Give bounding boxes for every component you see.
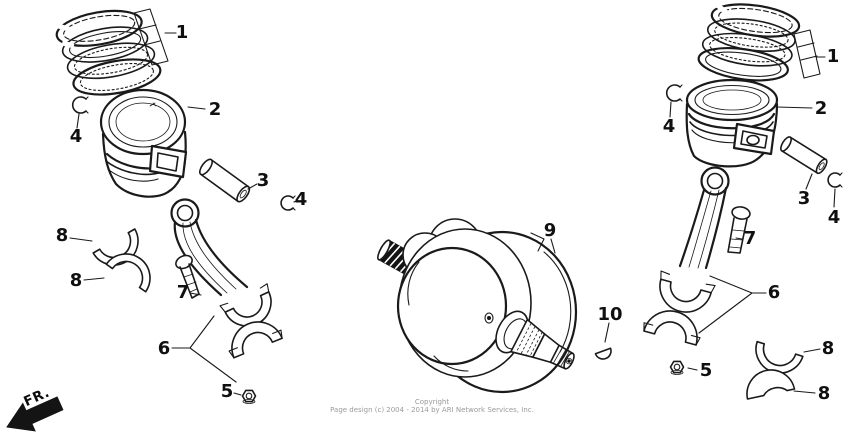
callout-connecting-rod-left[interactable]: 6 <box>157 338 171 359</box>
callout-pin-clip-right-lower[interactable]: 4 <box>827 207 841 228</box>
callout-connecting-rod-right[interactable]: 6 <box>767 282 781 303</box>
callout-rod-bearing-right-upper[interactable]: 8 <box>821 338 835 359</box>
connecting-rod-left-illustration <box>170 198 272 327</box>
callout-rod-bearing-right-lower[interactable]: 8 <box>817 383 831 404</box>
pin-clip-left-upper-illustration <box>71 96 89 114</box>
callout-rod-bolt-left[interactable]: 7 <box>176 282 190 303</box>
piston-left-illustration <box>99 88 188 198</box>
bearing-right-lower-illustration <box>746 369 796 400</box>
piston-right-illustration <box>685 78 779 168</box>
rod-nut-left-illustration <box>241 389 257 404</box>
pin-clip-right-lower-illustration <box>827 172 843 188</box>
callout-piston-ring-set-right[interactable]: 1 <box>826 46 840 67</box>
copyright-line1: Copyright <box>414 398 450 406</box>
ring-set-bracket-left <box>133 8 169 66</box>
rod-bolt-left-illustration <box>175 254 200 299</box>
rod-bolt-right-illustration <box>727 206 751 254</box>
callout-rod-bearing-left-lower[interactable]: 8 <box>69 270 83 291</box>
callout-pin-clip-left-lower[interactable]: 4 <box>294 189 308 210</box>
piston-pin-left-illustration <box>198 158 251 203</box>
piston-rings-right-illustration <box>697 3 801 82</box>
copyright-notice: Copyright Page design (c) 2004 - 2014 by… <box>282 398 582 414</box>
callout-crankshaft[interactable]: 9 <box>543 220 557 241</box>
fr-direction-arrow: FR. <box>6 385 64 432</box>
bearing-right-upper-illustration <box>755 340 804 374</box>
callout-rod-nut-left[interactable]: 5 <box>220 381 234 402</box>
connecting-rod-right-illustration <box>659 166 730 313</box>
piston-rings-left-illustration <box>55 9 162 96</box>
rod-cap-right-illustration <box>643 310 701 346</box>
bearing-left-lower-illustration <box>105 253 151 293</box>
copyright-line2: Page design (c) 2004 - 2014 by ARI Netwo… <box>330 406 534 414</box>
callout-woodruff-key[interactable]: 10 <box>597 304 623 325</box>
callout-piston-ring-set-left[interactable]: 1 <box>175 22 189 43</box>
leader-lines <box>69 32 836 396</box>
callout-rod-bolt-right[interactable]: 7 <box>743 228 757 249</box>
crankshaft-illustration <box>377 218 578 394</box>
ring-set-bracket-right <box>793 29 821 79</box>
callout-pin-clip-left-upper[interactable]: 4 <box>69 126 83 147</box>
callout-rod-bearing-left-upper[interactable]: 8 <box>55 225 69 246</box>
callout-piston-right[interactable]: 2 <box>814 98 828 119</box>
callout-piston-pin-left[interactable]: 3 <box>256 170 270 191</box>
piston-pin-right-illustration <box>780 136 828 175</box>
callout-rod-nut-right[interactable]: 5 <box>699 360 713 381</box>
rod-nut-right-illustration <box>669 360 685 375</box>
pin-clip-right-upper-illustration <box>665 84 683 102</box>
rod-cap-left-illustration <box>228 321 283 359</box>
pin-clip-left-lower-illustration <box>280 195 296 211</box>
callout-piston-pin-right[interactable]: 3 <box>797 188 811 209</box>
callout-piston-left[interactable]: 2 <box>208 99 222 120</box>
woodruff-key-illustration <box>594 347 612 360</box>
callout-pin-clip-right-upper[interactable]: 4 <box>662 116 676 137</box>
